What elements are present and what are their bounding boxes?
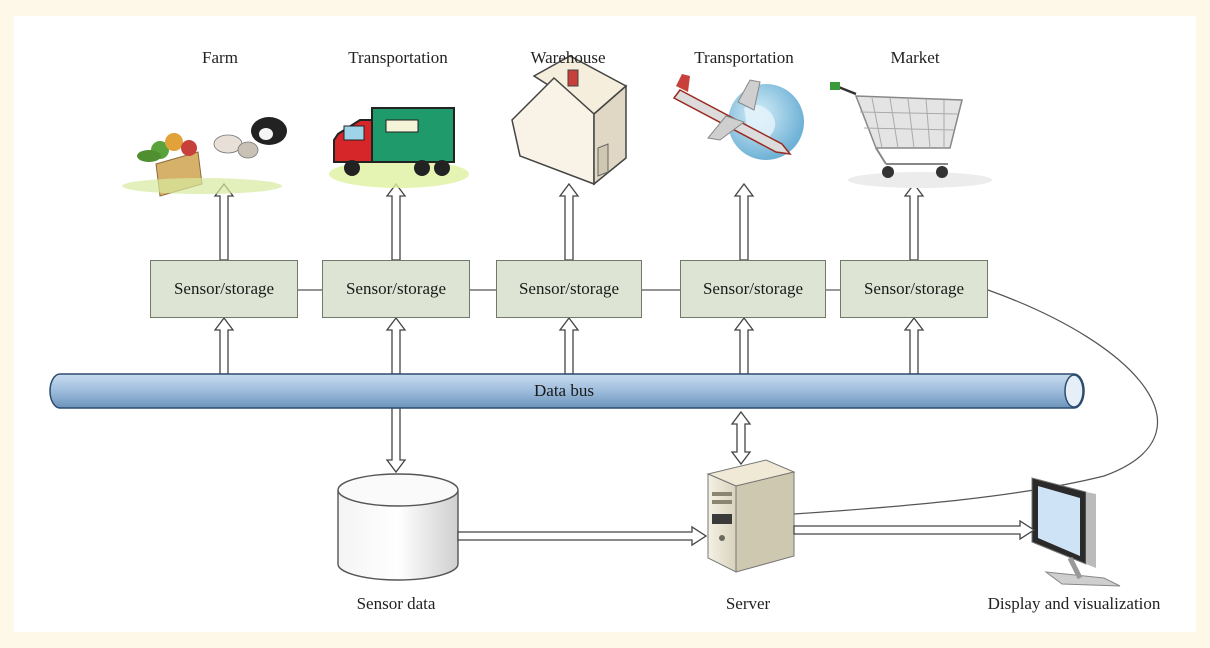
diagram-graphics [49, 55, 1158, 587]
stage-label-transportation-1: Transportation [348, 48, 448, 67]
sensor-data-label: Sensor data [356, 594, 436, 613]
node-connectors [298, 289, 1158, 515]
arrow-server-to-display [793, 519, 1036, 541]
arrow-bus-to-database [385, 407, 407, 474]
supply-chain-diagram: Farm Transportation Warehouse Transporta… [14, 16, 1196, 632]
warehouse-house-icon [511, 55, 628, 186]
stage-label-transportation-2: Transportation [694, 48, 794, 67]
airplane-globe-icon [672, 74, 804, 160]
farm-illustration-icon [122, 117, 287, 197]
arrow-box-to-stage-3 [733, 182, 755, 261]
sensor-storage-box-transportation-2: Sensor/storage [680, 260, 826, 318]
monitor-display-icon [1031, 477, 1121, 587]
sensor-storage-box-market: Sensor/storage [840, 260, 988, 318]
upward-arrows [213, 182, 925, 474]
data-bus-label: Data bus [534, 381, 594, 400]
display-visualization-label: Display and visualization [987, 594, 1161, 613]
arrow-box-to-stage-1 [385, 182, 407, 261]
arrow-database-to-server [457, 525, 708, 547]
sensor-storage-box-farm: Sensor/storage [150, 260, 298, 318]
stage-label-warehouse: Warehouse [530, 48, 606, 67]
stage-label-market: Market [890, 48, 940, 67]
shopping-cart-icon [830, 82, 992, 188]
arrow-bus-to-box-1 [385, 316, 407, 375]
sensor-storage-box-warehouse: Sensor/storage [496, 260, 642, 318]
arrow-box-to-stage-4 [903, 182, 925, 261]
arrow-bus-to-box-2 [558, 316, 580, 375]
sensor-storage-box-transportation-1: Sensor/storage [322, 260, 470, 318]
arrow-bus-to-box-3 [733, 316, 755, 375]
horizontal-arrows [457, 519, 1036, 547]
arrow-bus-to-box-4 [903, 316, 925, 375]
data-bus-pipe [49, 373, 1085, 409]
arrow-bus-to-box-0 [213, 316, 235, 375]
delivery-truck-icon [329, 107, 469, 188]
arrow-box-to-stage-0 [213, 182, 235, 261]
server-label: Server [725, 594, 771, 613]
arrow-bus-server-bidirectional [730, 410, 752, 466]
database-cylinder-icon [337, 473, 459, 581]
server-tower-icon [706, 459, 796, 573]
arrow-box-to-stage-2 [558, 182, 580, 261]
stage-label-farm: Farm [202, 48, 238, 67]
